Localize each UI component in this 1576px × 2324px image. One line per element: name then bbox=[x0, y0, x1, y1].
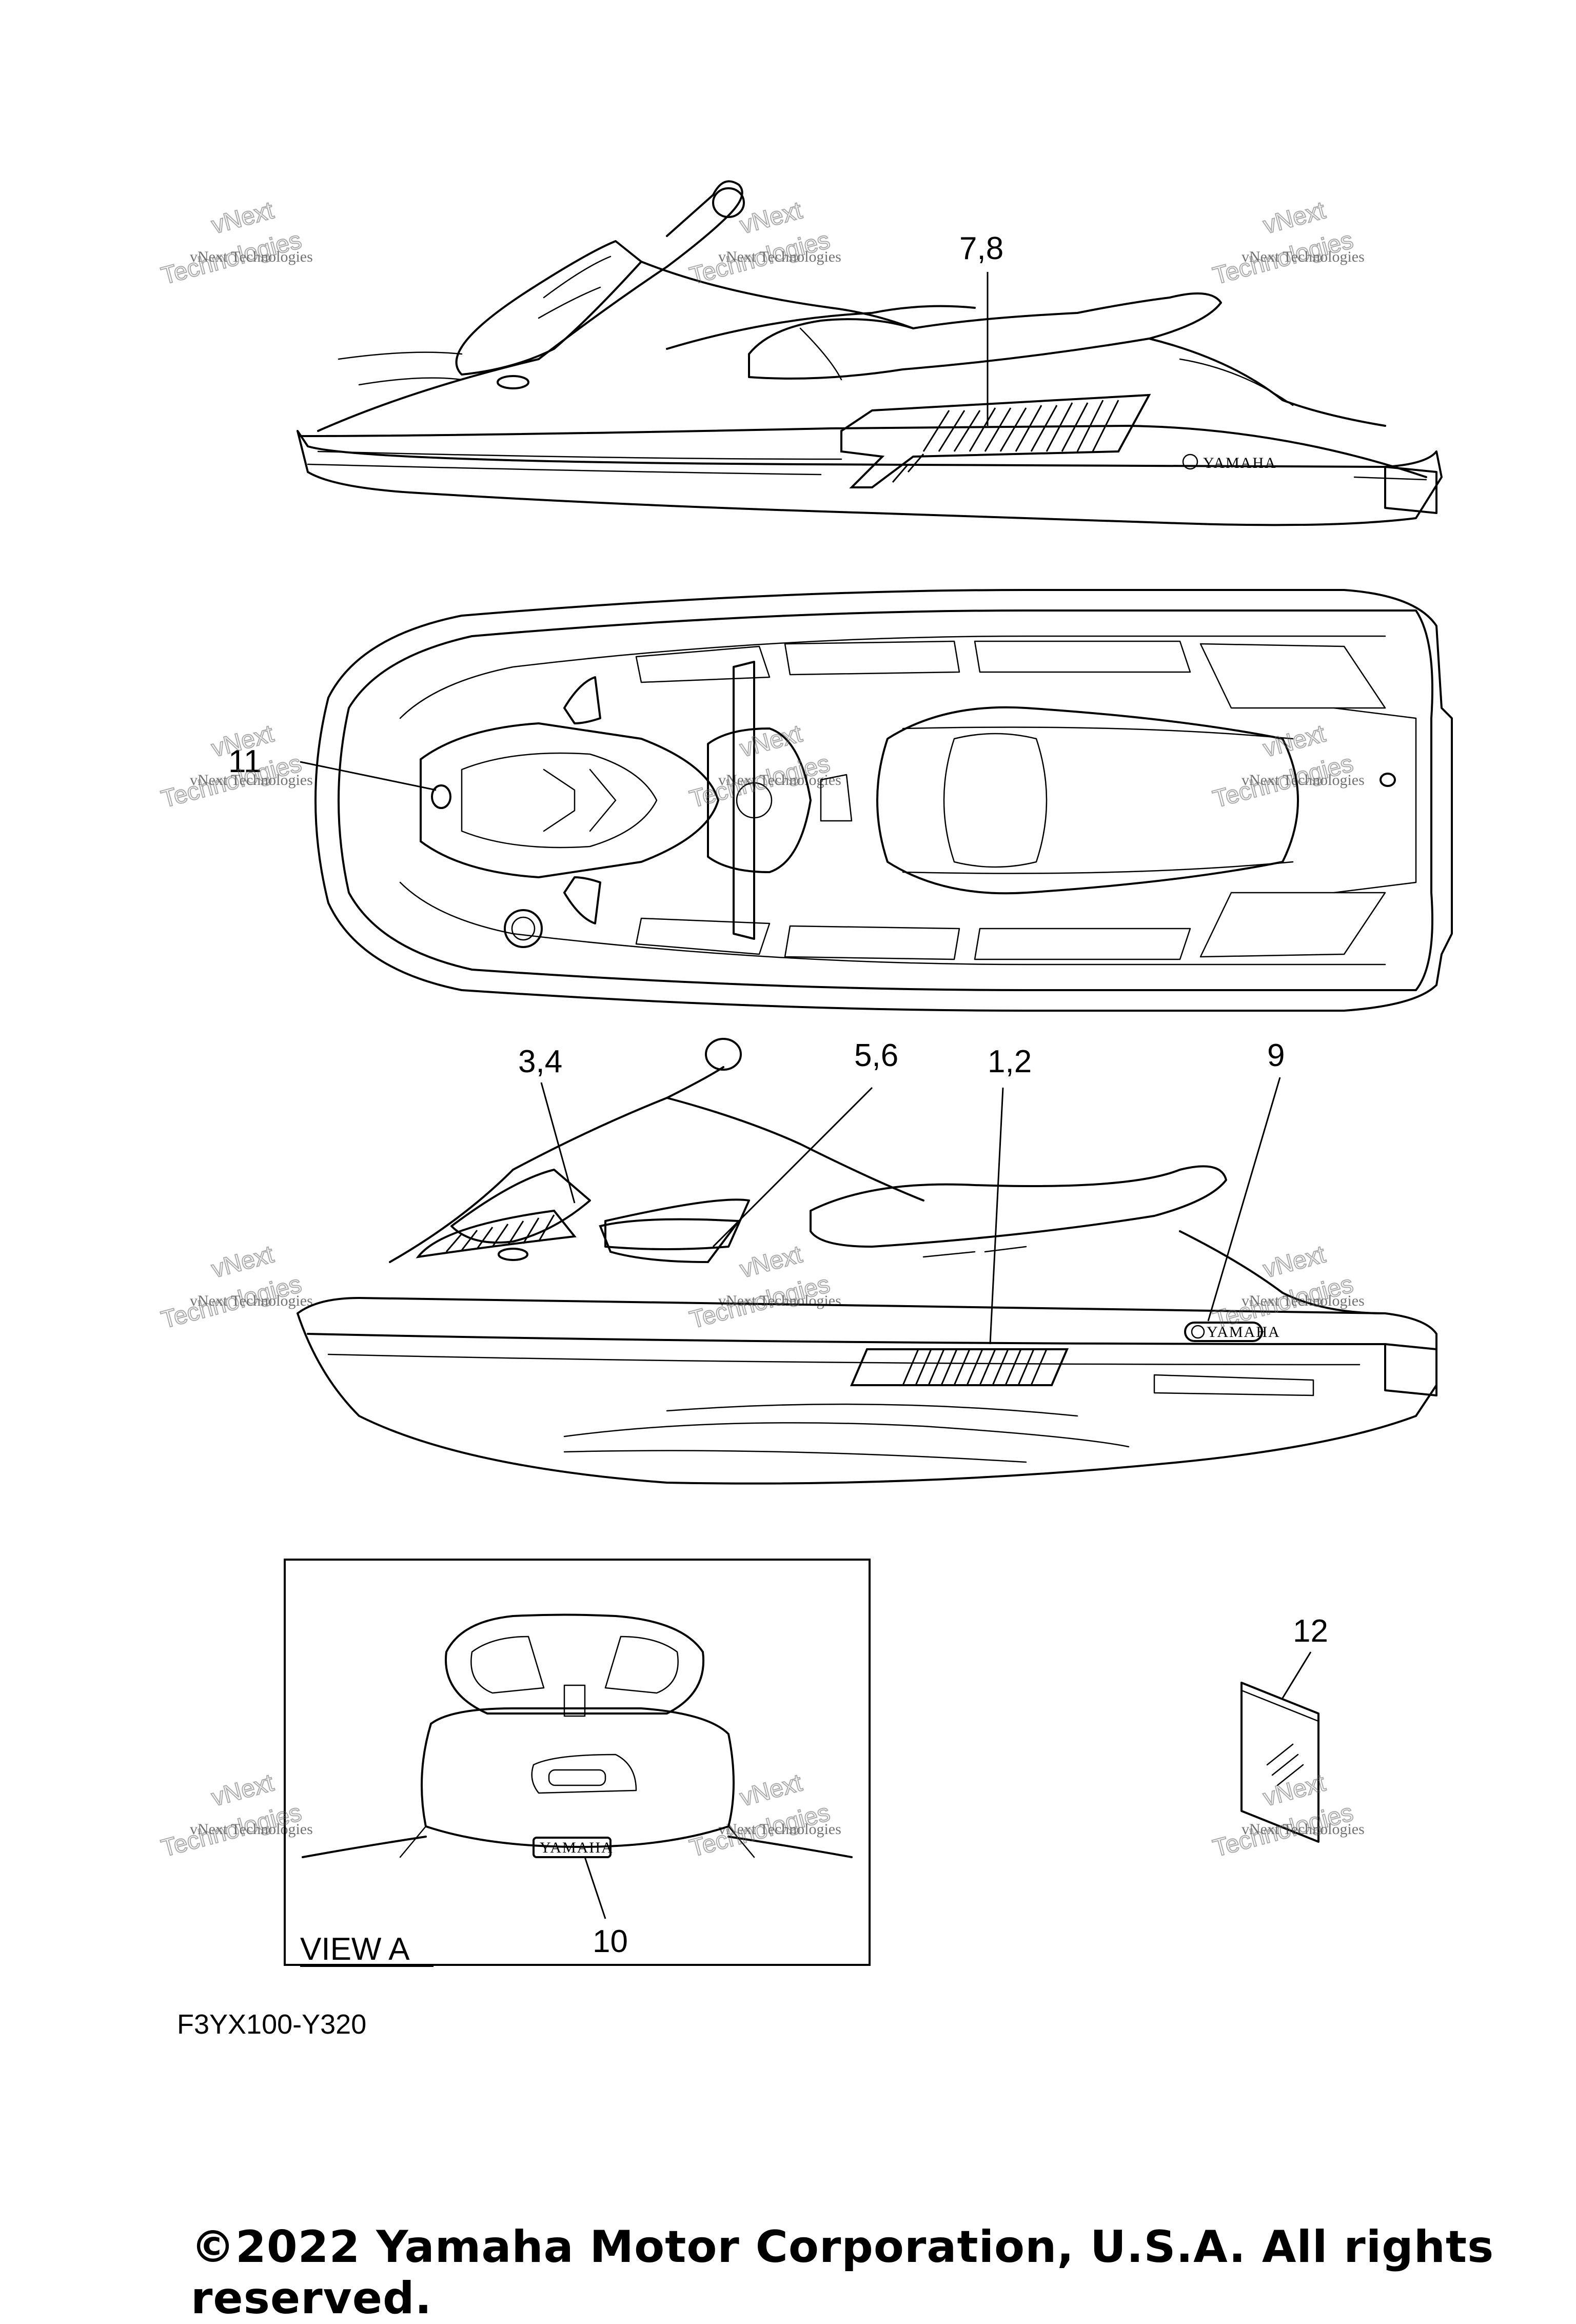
svg-text:vNext Technologies: vNext Technologies bbox=[718, 772, 841, 789]
svg-text:Technologies: Technologies bbox=[159, 1799, 304, 1862]
svg-text:vNext: vNext bbox=[1260, 197, 1328, 240]
callout-3-4: 3,4 bbox=[518, 1044, 562, 1079]
side-view-top: YAMAHA 7,8 bbox=[297, 180, 1443, 526]
svg-text:Technologies: Technologies bbox=[1210, 226, 1356, 290]
svg-text:Technologies: Technologies bbox=[1210, 1270, 1356, 1334]
svg-text:vNext: vNext bbox=[737, 1241, 805, 1284]
svg-text:vNext Technologies: vNext Technologies bbox=[190, 772, 313, 789]
svg-text:Technologies: Technologies bbox=[687, 1799, 833, 1862]
decal-11 bbox=[431, 784, 451, 809]
svg-text:vNext Technologies: vNext Technologies bbox=[1242, 1821, 1365, 1838]
callout-10: 10 bbox=[593, 1924, 628, 1959]
yamaha-logo-side-top: YAMAHA bbox=[1182, 454, 1277, 471]
copyright-notice: ©2022 Yamaha Motor Corporation, U.S.A. A… bbox=[191, 2221, 1494, 2324]
svg-text:Technologies: Technologies bbox=[687, 1270, 833, 1334]
svg-text:vNext Technologies: vNext Technologies bbox=[718, 248, 841, 265]
svg-text:vNext: vNext bbox=[737, 1769, 805, 1812]
svg-text:vNext Technologies: vNext Technologies bbox=[718, 1821, 841, 1838]
svg-text:vNext: vNext bbox=[209, 1769, 277, 1812]
svg-text:Technologies: Technologies bbox=[687, 226, 833, 290]
svg-text:vNext Technologies: vNext Technologies bbox=[190, 248, 313, 265]
decal-10-logo: YAMAHA bbox=[533, 1837, 614, 1858]
side-view-bottom: YAMAHA 3,4 5,6 1,2 9 bbox=[297, 1038, 1437, 1485]
svg-text:Technologies: Technologies bbox=[1210, 1799, 1356, 1862]
part-12-sheet: 12 bbox=[1240, 1613, 1328, 1843]
svg-text:vNext: vNext bbox=[209, 197, 277, 240]
decal-7-8 bbox=[840, 393, 1151, 488]
svg-text:Technologies: Technologies bbox=[1210, 750, 1356, 813]
svg-text:YAMAHA: YAMAHA bbox=[540, 1839, 614, 1856]
svg-text:vNext Technologies: vNext Technologies bbox=[1242, 248, 1365, 265]
drawing-code: F3YX100-Y320 bbox=[177, 2009, 367, 2040]
decal-5-6 bbox=[599, 1218, 741, 1264]
svg-text:vNext: vNext bbox=[737, 720, 805, 763]
svg-text:vNext Technologies: vNext Technologies bbox=[1242, 1292, 1365, 1309]
svg-text:vNext Technologies: vNext Technologies bbox=[190, 1821, 313, 1838]
svg-text:vNext: vNext bbox=[1260, 720, 1328, 763]
svg-text:vNext: vNext bbox=[209, 1241, 277, 1284]
callout-1-2: 1,2 bbox=[988, 1044, 1032, 1079]
decal-3-4 bbox=[416, 1209, 577, 1258]
decal-1-2 bbox=[850, 1348, 1069, 1386]
callout-5-6: 5,6 bbox=[854, 1038, 898, 1073]
svg-text:Technologies: Technologies bbox=[159, 1270, 304, 1334]
svg-text:vNext Technologies: vNext Technologies bbox=[190, 1292, 313, 1309]
callout-9: 9 bbox=[1267, 1038, 1285, 1073]
svg-text:vNext: vNext bbox=[1260, 1241, 1328, 1284]
view-a-box: YAMAHA 10 VIEW A bbox=[284, 1559, 871, 1967]
svg-text:YAMAHA: YAMAHA bbox=[1207, 1324, 1280, 1341]
svg-text:vNext Technologies: vNext Technologies bbox=[1242, 772, 1365, 789]
callout-12: 12 bbox=[1293, 1613, 1328, 1649]
svg-text:Technologies: Technologies bbox=[159, 226, 304, 290]
callout-7-8: 7,8 bbox=[959, 231, 1003, 266]
svg-text:YAMAHA: YAMAHA bbox=[1203, 455, 1277, 471]
decal-9-logo: YAMAHA bbox=[1184, 1322, 1280, 1342]
view-a-label: VIEW A bbox=[300, 1932, 410, 1967]
svg-text:vNext: vNext bbox=[737, 197, 805, 240]
top-view: 11 bbox=[228, 588, 1453, 1012]
callout-11: 11 bbox=[228, 744, 261, 779]
svg-text:vNext Technologies: vNext Technologies bbox=[718, 1292, 841, 1309]
